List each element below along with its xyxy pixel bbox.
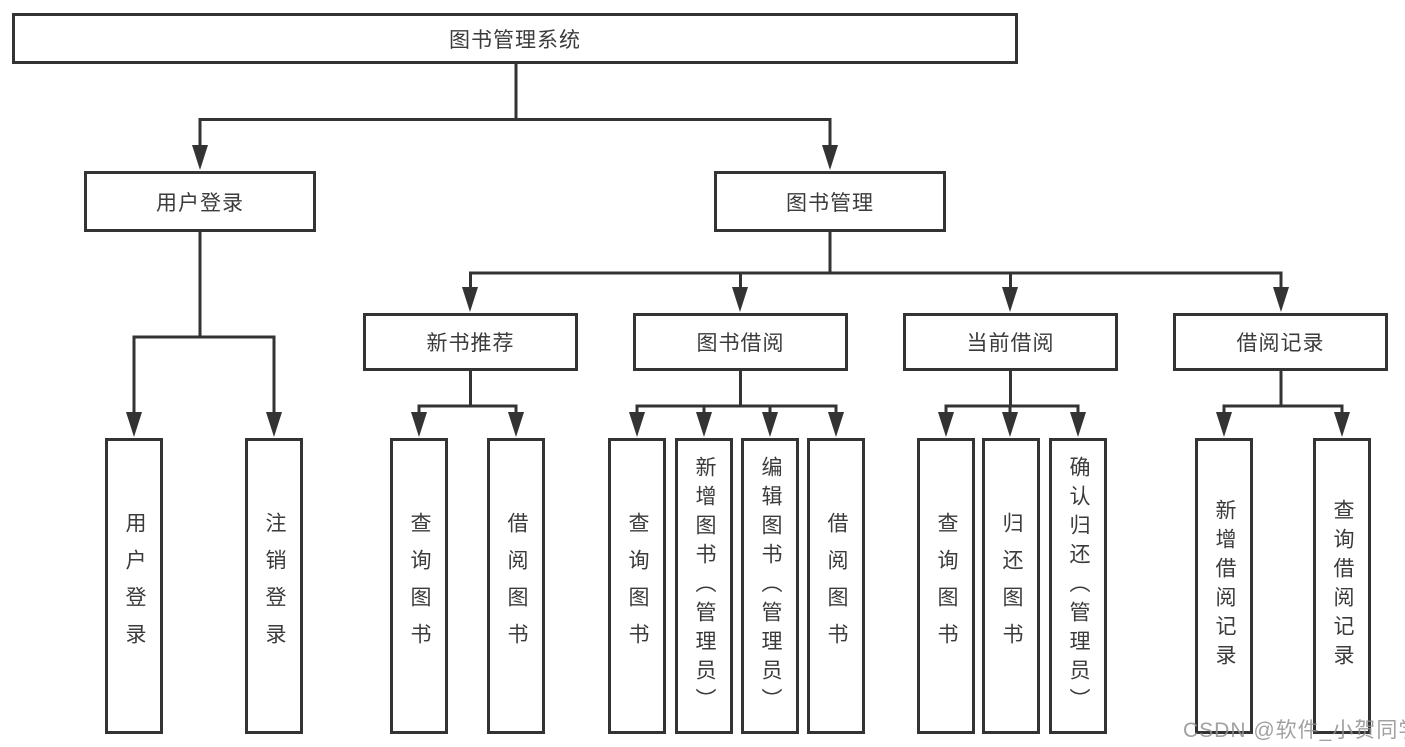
- leaf-borrow-borrow-books: 借阅图书: [807, 438, 865, 734]
- node-label: 当前借阅: [966, 332, 1055, 355]
- leaf-current-query-books: 查询图书: [917, 438, 975, 734]
- leaf-label: 注销登录: [263, 512, 286, 660]
- node-library-management-system: 图书管理系统: [12, 13, 1018, 64]
- leaf-records-query-record: 查询借阅记录: [1313, 438, 1371, 734]
- leaf-newbooks-query-books: 查询图书: [390, 438, 448, 734]
- node-label: 图书管理: [786, 191, 874, 215]
- node-label: 借阅记录: [1236, 332, 1325, 355]
- leaf-label: 查询借阅记录: [1331, 499, 1354, 673]
- leaf-label: 查询图书: [626, 512, 649, 660]
- leaf-newbooks-borrow-books: 借阅图书: [487, 438, 545, 734]
- leaf-user-login: 用户登录: [105, 438, 163, 734]
- leaf-label: 归还图书: [1000, 512, 1023, 660]
- node-label: 图书管理系统: [449, 28, 581, 52]
- leaf-label: 编辑图书（管理员）: [759, 455, 782, 717]
- leaf-logout: 注销登录: [245, 438, 303, 734]
- node-label: 图书借阅: [696, 332, 785, 355]
- leaf-borrow-add-books-admin: 新增图书（管理员）: [675, 438, 733, 734]
- leaf-label: 借阅图书: [505, 512, 528, 660]
- leaf-label: 确认归还（管理员）: [1067, 455, 1090, 717]
- leaf-records-add-record: 新增借阅记录: [1195, 438, 1253, 734]
- node-borrow-records: 借阅记录: [1173, 313, 1388, 371]
- node-label: 用户登录: [156, 191, 244, 215]
- node-label: 新书推荐: [426, 332, 515, 355]
- node-current-borrow: 当前借阅: [903, 313, 1118, 371]
- leaf-label: 查询图书: [408, 512, 431, 660]
- leaf-borrow-query-books: 查询图书: [608, 438, 666, 734]
- leaf-label: 新增借阅记录: [1213, 499, 1236, 673]
- node-book-borrow: 图书借阅: [633, 313, 848, 371]
- leaf-label: 借阅图书: [825, 512, 848, 660]
- node-book-management: 图书管理: [714, 171, 946, 232]
- leaf-label: 新增图书（管理员）: [693, 455, 716, 717]
- node-new-book-recommend: 新书推荐: [363, 313, 578, 371]
- leaf-label: 用户登录: [123, 512, 146, 660]
- watermark-text: CSDN @软件_小贺同学: [1183, 719, 1405, 742]
- leaf-current-return-books: 归还图书: [982, 438, 1040, 734]
- leaf-label: 查询图书: [935, 512, 958, 660]
- leaf-current-confirm-return-admin: 确认归还（管理员）: [1049, 438, 1107, 734]
- leaf-borrow-edit-books-admin: 编辑图书（管理员）: [741, 438, 799, 734]
- node-user-login: 用户登录: [84, 171, 316, 232]
